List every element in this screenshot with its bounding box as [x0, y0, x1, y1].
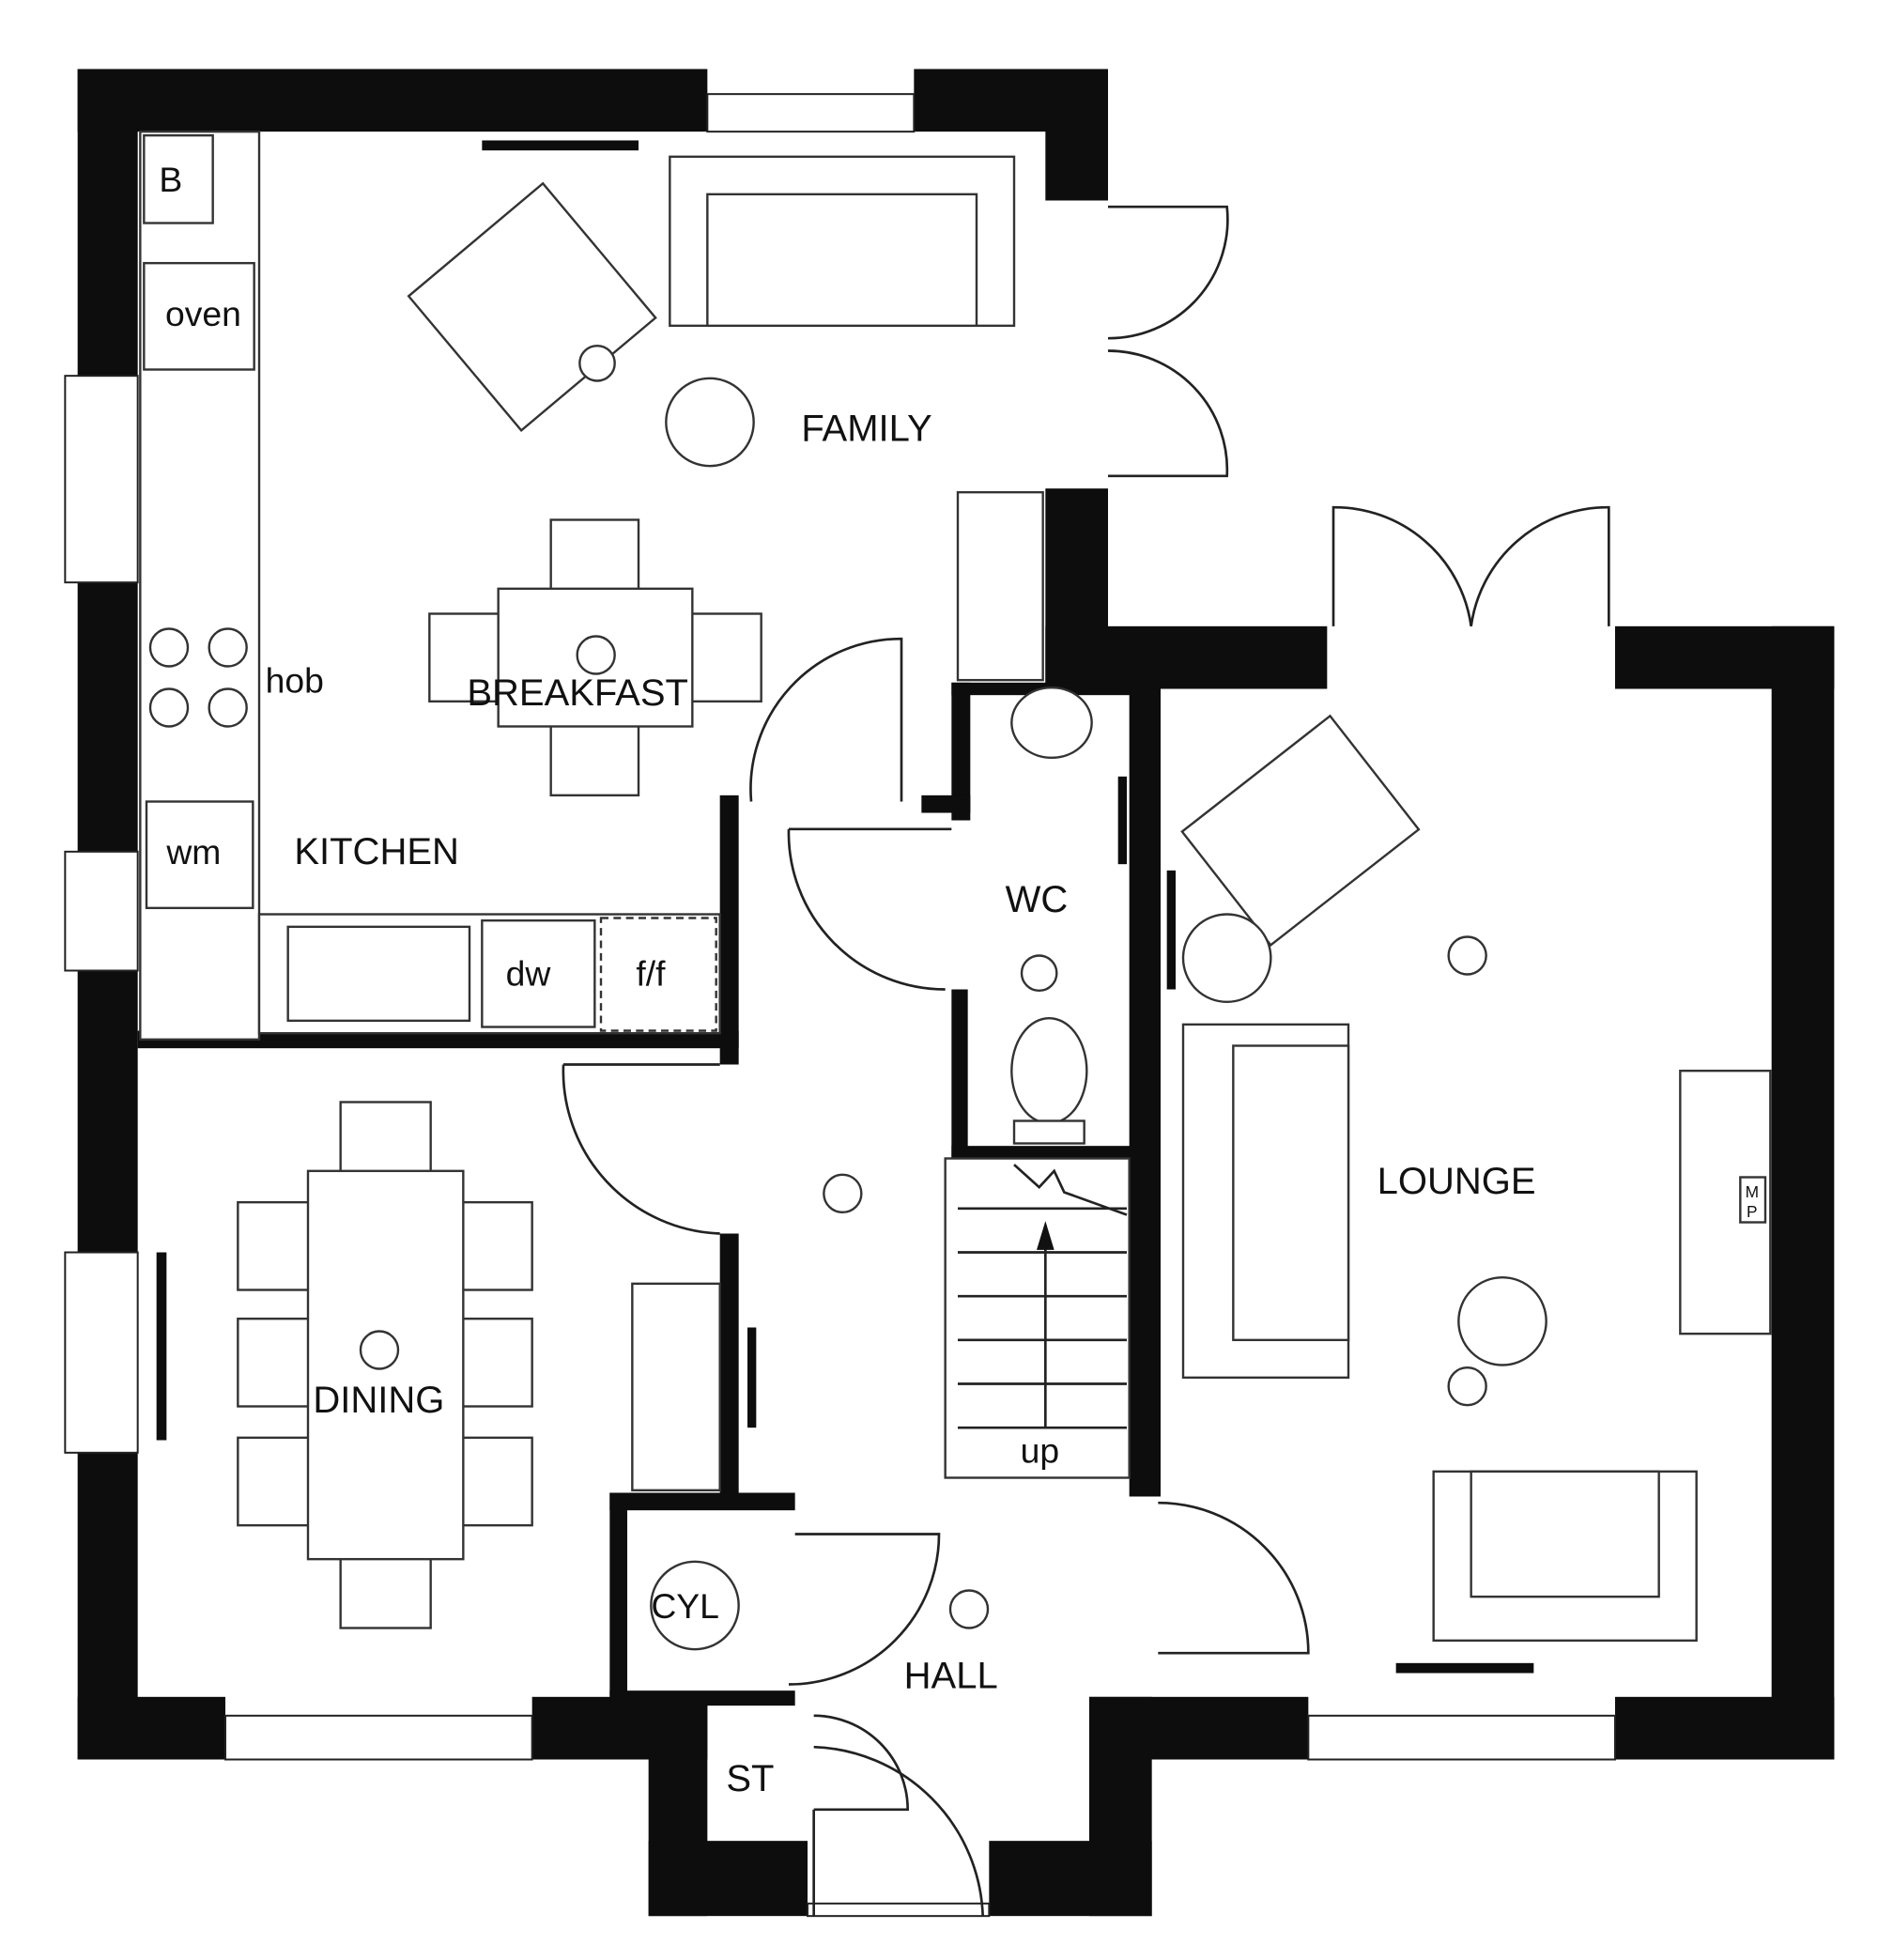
meter-box	[1739, 1176, 1767, 1224]
room-label-family: FAMILY	[801, 409, 931, 450]
meter-label-m: M	[1746, 1182, 1759, 1201]
dishwasher-label: dw	[506, 954, 552, 994]
washing-machine-label: wm	[165, 832, 221, 872]
kitchen-units	[139, 130, 721, 1042]
room-label-lounge: LOUNGE	[1378, 1161, 1536, 1202]
cylinder-label: CYL	[651, 1586, 719, 1626]
boiler-label: B	[159, 160, 182, 199]
windows	[64, 93, 1616, 1918]
stairs-up-label: up	[1021, 1431, 1060, 1471]
interior-walls	[137, 140, 1534, 1706]
hob-label: hob	[266, 661, 324, 701]
doors	[562, 205, 1610, 1917]
room-label-st: ST	[726, 1758, 774, 1799]
room-label-kitchen: KITCHEN	[294, 831, 459, 872]
room-label-hall: HALL	[904, 1656, 998, 1697]
room-label-wc: WC	[1006, 879, 1069, 920]
exterior-walls	[77, 69, 1835, 1917]
room-label-dining: DINING	[313, 1380, 444, 1421]
room-label-breakfast: BREAKFAST	[467, 672, 688, 714]
oven-label: oven	[165, 294, 241, 333]
furniture	[237, 155, 1772, 1651]
stairs	[944, 1157, 1131, 1479]
fridge-freezer-label: f/f	[636, 954, 666, 994]
meter-label-p: P	[1747, 1202, 1758, 1221]
stairs-arrow-icon	[1037, 1221, 1054, 1250]
